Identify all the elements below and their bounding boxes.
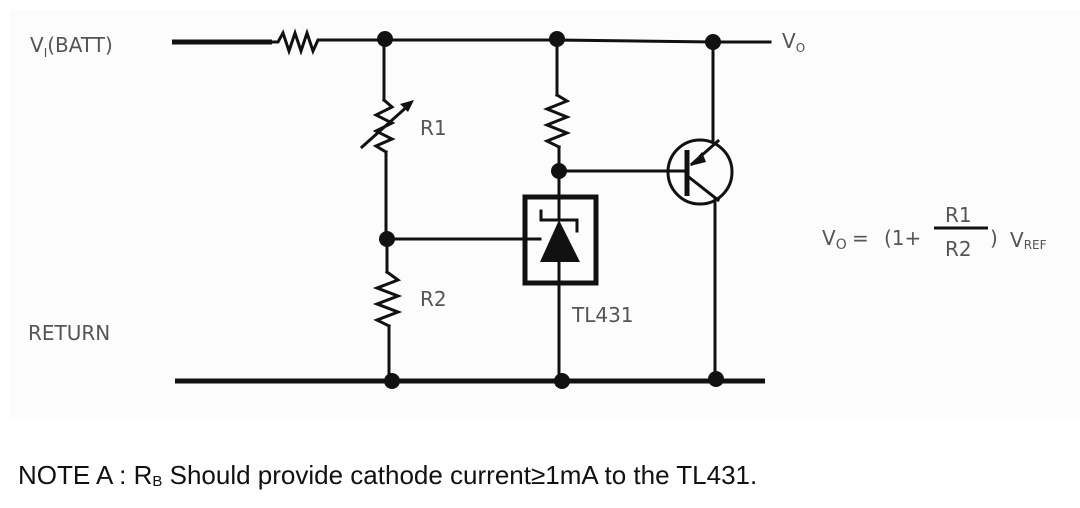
- tl431-diode-triangle: [540, 220, 580, 262]
- input-label: VI(BATT): [30, 33, 113, 60]
- formula-open: (1+: [884, 226, 921, 250]
- transistor-emitter-arrow: [690, 152, 706, 166]
- return-label: RETURN: [28, 321, 110, 345]
- schematic: VI(BATT) RETURN VO R1 R2 TL431: [28, 28, 1047, 389]
- r2-resistor: [372, 269, 403, 329]
- formula-denominator: R2: [945, 237, 972, 261]
- transistor-collector: [687, 175, 721, 203]
- node-bottom-r2: [384, 373, 400, 389]
- formula-lhs: VO: [822, 226, 847, 253]
- formula-rhs: VREF: [1010, 228, 1047, 252]
- r1-label: R1: [420, 116, 447, 140]
- tl431-label: TL431: [571, 303, 634, 327]
- node-bottom-tl431: [554, 373, 570, 389]
- r2-label: R2: [420, 287, 447, 311]
- formula-equals: =: [852, 226, 869, 250]
- output-label: VO: [782, 29, 805, 55]
- r1-adjust-arrow-head: [400, 100, 414, 112]
- transistor-envelope: [666, 138, 734, 206]
- note-a: NOTE A : RB Should provide cathode curre…: [18, 460, 757, 491]
- note-subscript: B: [152, 473, 163, 490]
- bias-resistor: [542, 92, 572, 150]
- top-rail-2: [555, 38, 715, 44]
- node-bottom-collector: [708, 371, 724, 387]
- note-prefix: NOTE A : R: [18, 460, 153, 490]
- output-formula: VO = (1+ R1 R2 ) VREF: [822, 203, 1047, 261]
- note-text: Should provide cathode current≥1mA to th…: [162, 460, 758, 490]
- r1-adjust-arrow-shaft: [359, 101, 413, 150]
- resistor-rb: [270, 28, 332, 56]
- formula-close: ): [990, 226, 998, 250]
- diagram-panel: [10, 10, 1080, 420]
- formula-numerator: R1: [945, 203, 972, 227]
